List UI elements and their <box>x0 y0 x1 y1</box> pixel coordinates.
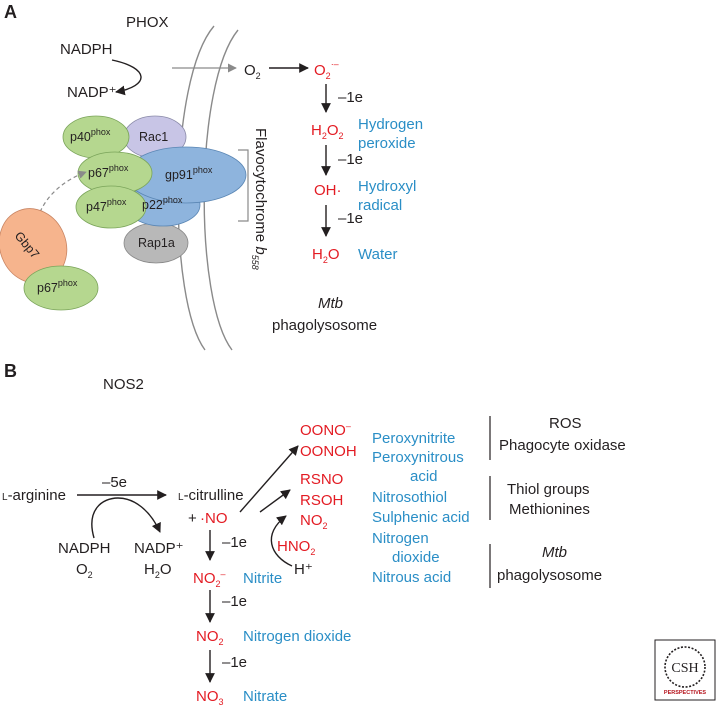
no2-low-label: NO2 <box>196 628 224 647</box>
target-phagolysosome: phagolysosome <box>497 567 602 584</box>
p47phox-label: p47phox <box>86 197 127 214</box>
l-citrulline-label: L-citrulline <box>178 487 244 504</box>
h2o-label-a: H2O <box>312 246 340 265</box>
nadp-plus-label-a: NADP⁺ <box>67 84 117 101</box>
plus-sign: + <box>188 510 197 527</box>
target-phagocyte-oxidase: Phagocyte oxidase <box>499 437 626 454</box>
nitrite-name: Nitrite <box>243 570 282 587</box>
nadph-label-a: NADPH <box>60 41 113 58</box>
minus-1e-b1: –1e <box>222 534 247 551</box>
minus-1e-b3: –1e <box>222 654 247 671</box>
p67phox-free-label: p67phox <box>37 278 78 295</box>
minus-1e-a2: –1e <box>338 151 363 168</box>
target-methionines: Methionines <box>509 501 590 518</box>
name-acid: acid <box>410 468 438 485</box>
nos2-title: NOS2 <box>103 376 144 393</box>
phagolysosome-label-a: phagolysosome <box>272 317 377 334</box>
hydroxyl-radical-formula: OH· <box>314 182 342 199</box>
nitric-oxide-label: ·NO <box>200 510 228 527</box>
logo-perspectives-text: PERSPECTIVES <box>664 690 707 696</box>
water-label: Water <box>358 246 397 263</box>
hplus-curve-arrow <box>270 515 293 567</box>
peroxide-label: peroxide <box>358 135 416 152</box>
panel-b-label: B <box>4 361 17 381</box>
name-peroxynitrous: Peroxynitrous <box>372 449 464 466</box>
oonoh-label: OONOH <box>300 443 357 460</box>
rsno-label: RSNO <box>300 471 343 488</box>
p22phox-label: p22phox <box>142 195 183 212</box>
nitrogen-dioxide-name: Nitrogen dioxide <box>243 628 351 645</box>
target-mtb: Mtb <box>542 544 567 561</box>
mtb-label-a: Mtb <box>318 295 343 312</box>
hydroxyl-label: Hydroxyl <box>358 178 416 195</box>
o2-label-a: O2 <box>244 62 261 81</box>
hno2-label: HNO2 <box>277 538 315 557</box>
name-peroxynitrite: Peroxynitrite <box>372 430 455 447</box>
o2-label-b: O2 <box>76 561 93 580</box>
rap1a-label: Rap1a <box>138 236 175 250</box>
no-to-thiol-arrow <box>259 489 291 513</box>
recruitment-dashed-arrow <box>39 170 87 213</box>
logo-helix-ring <box>664 646 706 688</box>
name-sulphenic-acid: Sulphenic acid <box>372 509 470 526</box>
p40phox-label: p40phox <box>70 127 111 144</box>
l-arginine-label: L-arginine <box>2 487 66 504</box>
nadph-label-b: NADPH <box>58 540 111 557</box>
gp91phox-label: gp91phox <box>165 165 213 182</box>
csh-logo: CSH PERSPECTIVES <box>654 639 716 701</box>
nitrate-name: Nitrate <box>243 688 287 705</box>
hydrogen-label: Hydrogen <box>358 116 423 133</box>
minus-1e-a1: –1e <box>338 89 363 106</box>
radical-label: radical <box>358 197 402 214</box>
panel-a-label: A <box>4 2 17 22</box>
p67phox-free-protein <box>23 265 99 311</box>
logo-csh-text: CSH <box>671 661 698 676</box>
no2-right-label: NO2 <box>300 512 328 531</box>
name-nitrous-acid: Nitrous acid <box>372 569 451 586</box>
superoxide-label: O2·– <box>314 59 339 81</box>
flavocytochrome-bracket <box>238 149 249 222</box>
nadp-plus-label-b: NADP⁺ <box>134 540 184 557</box>
hplus-label: H⁺ <box>294 561 313 578</box>
flavocytochrome-label: Flavocytochrome b558 <box>250 128 269 270</box>
h2o2-label: H2O2 <box>311 122 344 141</box>
p67phox-label: p67phox <box>88 163 129 180</box>
name-dioxide: dioxide <box>392 549 440 566</box>
minus-5e-label: –5e <box>102 474 127 491</box>
minus-1e-b2: –1e <box>222 593 247 610</box>
nadph-oxidation-arrow <box>111 59 142 96</box>
name-nitrosothiol: Nitrosothiol <box>372 489 447 506</box>
phox-complex: p40phox Rac1 p67phox gp91phox p47phox p2… <box>62 115 247 264</box>
no3-label: NO3 <box>196 688 224 707</box>
rac1-label: Rac1 <box>139 130 168 144</box>
nitrite-ion-label: NO2– <box>193 569 226 589</box>
oono-label: OONO– <box>300 421 351 439</box>
no-to-peroxynitrite-arrow <box>239 445 299 513</box>
cofactor-curve-arrow <box>91 497 161 539</box>
p47phox-protein <box>75 185 147 229</box>
target-thiol-groups: Thiol groups <box>507 481 590 498</box>
target-ros: ROS <box>549 415 582 432</box>
minus-1e-a3: –1e <box>338 210 363 227</box>
h2o-label-b: H2O <box>144 561 172 580</box>
phox-title: PHOX <box>126 14 169 31</box>
rsoh-label: RSOH <box>300 492 343 509</box>
name-nitrogen: Nitrogen <box>372 530 429 547</box>
